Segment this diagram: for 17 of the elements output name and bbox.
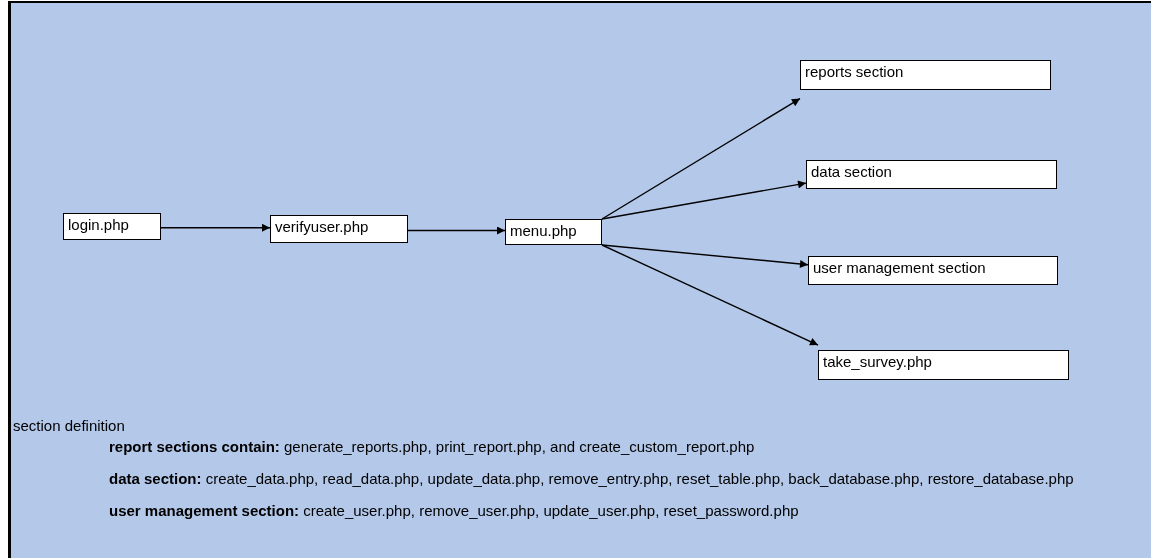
arrow — [601, 244, 809, 268]
arrow — [601, 244, 819, 346]
page-box: login.php — [63, 213, 161, 240]
page-box: data section — [806, 160, 1057, 189]
page-box: menu.php — [505, 219, 602, 245]
arrow — [601, 180, 807, 220]
page-box: user management section — [808, 256, 1058, 285]
page-box: verifyuser.php — [270, 215, 408, 243]
arrow — [407, 226, 506, 235]
page-box: take_survey.php — [818, 350, 1069, 380]
definition-text: user management section: create_user.php, remove_user.php, update_user.php, reset_password.php — [109, 501, 800, 521]
section-heading: section definition — [13, 416, 126, 436]
arrow — [160, 223, 271, 232]
definition-text: report sections contain: generate_reports.php, print_report.php, and create_custom_report.php — [109, 437, 756, 457]
definition-text: data section: create_data.php, read_data.php, update_data.php, remove_entry.php, reset_table.php, back_database.php, restore_database.php — [109, 469, 1075, 489]
arrow — [601, 97, 801, 220]
page-box: reports section — [800, 60, 1051, 90]
